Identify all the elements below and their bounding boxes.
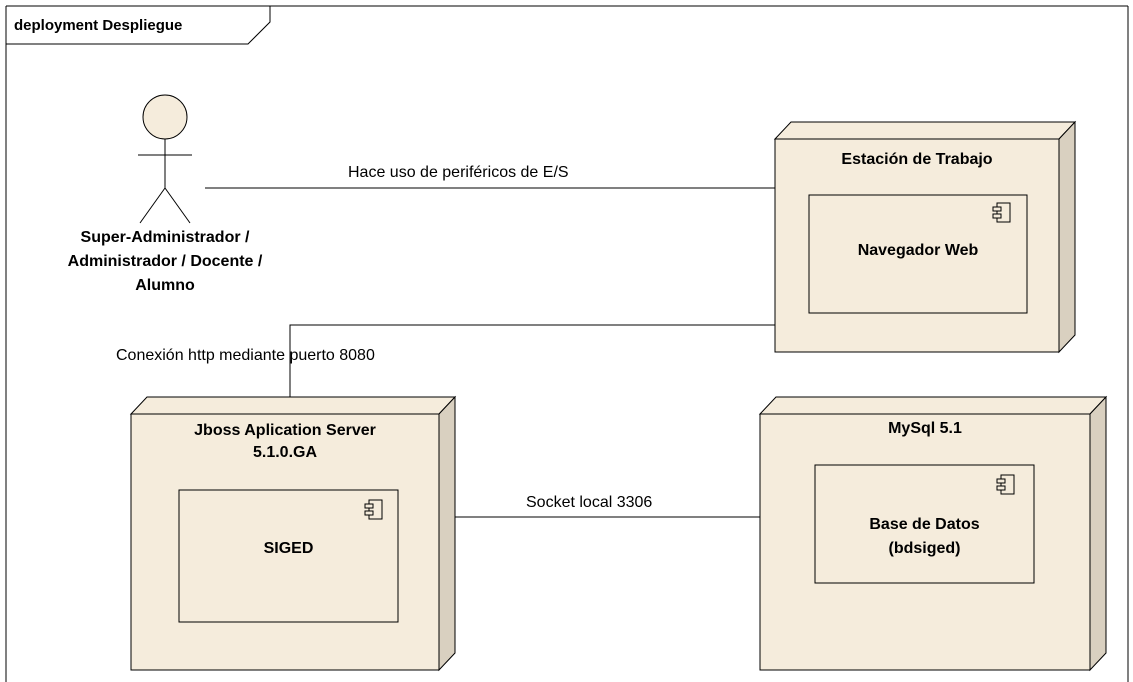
diagram-frame (5, 5, 1129, 682)
workstation-app-label: Conexión http mediante puerto 8080 (116, 347, 375, 364)
browser-component-label[interactable]: Navegador Web (857, 242, 979, 259)
actor-label-line-1: Super-Administrador / (80, 229, 250, 246)
app-db-label: Socket local 3306 (526, 494, 653, 511)
app-server-title-line-1: Jboss Aplication Server (194, 422, 376, 439)
connection-lines (205, 187, 775, 518)
app-server-title-line-2: 5.1.0.GA (252, 444, 318, 461)
siged-component-label[interactable]: SIGED (263, 540, 314, 557)
database-component-label[interactable]: Base de Datos (bdsiged) (815, 513, 1034, 561)
component-icon (992, 202, 1011, 223)
component-icon (364, 499, 383, 520)
db-server-title: MySql 5.1 (888, 420, 962, 437)
workstation-app-line (289, 324, 775, 397)
database-label-line-2: (bdsiged) (888, 540, 961, 557)
component-icon (996, 474, 1015, 495)
workstation-node[interactable] (773, 120, 1077, 354)
db-server-node[interactable] (758, 395, 1108, 672)
actor-label-line-2: Administrador / Docente / (67, 253, 263, 270)
app-server-node[interactable] (129, 395, 457, 672)
actor-label[interactable]: Super-Administrador / Administrador / Do… (40, 226, 290, 298)
actor-workstation-label: Hace uso de periféricos de E/S (348, 164, 569, 181)
app-server-title: Jboss Aplication Server 5.1.0.GA (131, 420, 439, 464)
workstation-title: Estación de Trabajo (841, 151, 993, 168)
stick-figure-icon (138, 94, 192, 224)
actor-label-line-3: Alumno (135, 277, 195, 294)
database-label-line-1: Base de Datos (869, 516, 980, 533)
frame-title: deployment Despliegue (14, 17, 183, 34)
